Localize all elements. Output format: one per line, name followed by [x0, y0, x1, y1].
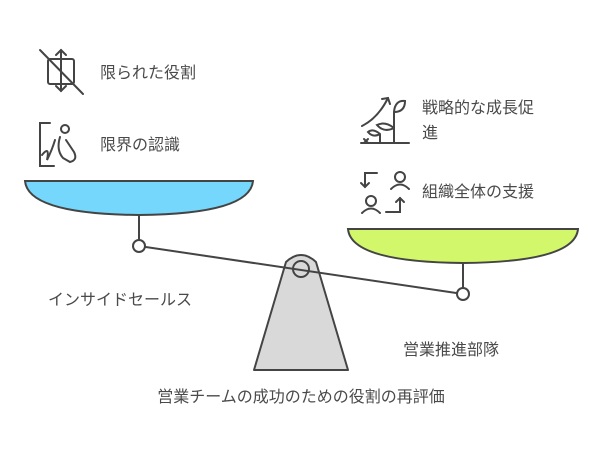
person-boundary-icon — [39, 122, 77, 167]
right-pan — [346, 228, 580, 265]
right-pivot — [456, 287, 470, 301]
plant-growth-icon — [360, 96, 410, 144]
beam — [138, 245, 464, 295]
right-label: 営業推進部隊 — [403, 340, 500, 359]
left-item-text: 限られた役割 — [100, 63, 197, 82]
people-exchange-icon — [360, 171, 410, 214]
right-item-text-line2: 進 — [422, 123, 439, 142]
right-item-text: 戦略的な成長促 — [422, 98, 535, 117]
left-pan — [23, 180, 255, 217]
fulcrum — [253, 254, 349, 371]
left-item-text: 限界の認識 — [100, 135, 181, 154]
diagram-title: 営業チームの成功のための役割の再評価 — [157, 387, 445, 406]
no-resize-icon — [39, 48, 84, 95]
left-label: インサイドセールス — [48, 290, 193, 309]
left-pivot — [132, 239, 146, 253]
right-item-text: 組織全体の支援 — [422, 182, 535, 201]
